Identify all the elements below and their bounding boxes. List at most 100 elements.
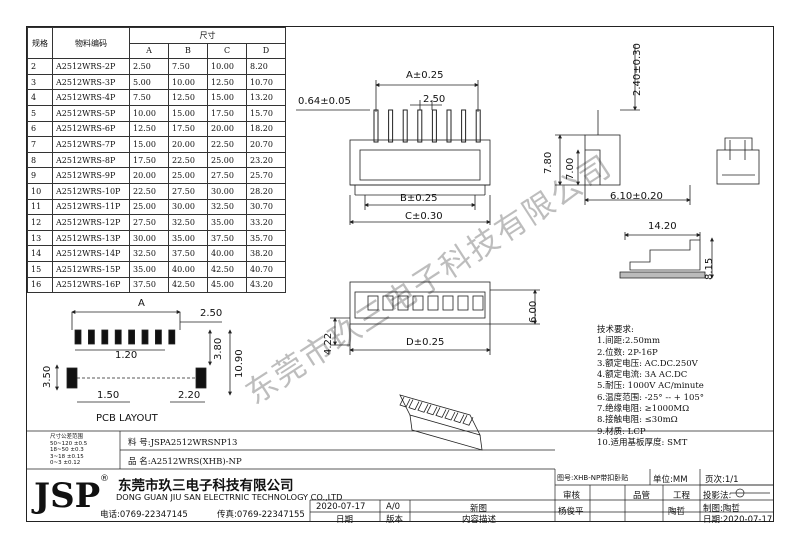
pcb-pad (128, 329, 136, 345)
tech-item: 1.间距:2.50mm (597, 336, 661, 347)
top-pin (397, 295, 409, 311)
top-pin (367, 295, 379, 311)
pcb-dim-a: A (138, 298, 145, 309)
pin (417, 109, 423, 143)
drawing-number: 图号:XHB-NP带扣卧贴 (557, 474, 629, 482)
pin (446, 109, 452, 143)
pcb-pad (74, 329, 82, 345)
dim-6-00: 6.00 (528, 300, 539, 323)
unit: 单位:MM (653, 475, 688, 485)
registered-mark: ® (100, 474, 109, 484)
tech-item: 4.额定电流: 3A AC.DC (597, 370, 688, 381)
pcb-pad-left (66, 367, 78, 389)
code-cell: A2512WRS-16P (52, 276, 130, 294)
qc-label: 品管 (633, 491, 651, 501)
spec-header: 规格 (27, 26, 53, 60)
iso-pin (399, 396, 411, 408)
dim-pitch: 2.50 (423, 94, 446, 105)
iso-pin (462, 415, 474, 426)
tolerance-row: 3~18 ±0.15 (50, 453, 84, 460)
review-label: 审核 (563, 491, 581, 501)
top-pin (472, 295, 484, 311)
dim-8-15: 8.15 (704, 257, 715, 280)
tech-item: 9.材质: LCP (597, 426, 646, 437)
spec-header-row: 规格 物料编码 尺寸 (27, 26, 286, 60)
drawing-frame (26, 26, 774, 522)
version-label: 版本 (386, 515, 404, 525)
pin (431, 109, 437, 143)
size-cell: 37.50 (129, 276, 169, 294)
title-block-lines (26, 430, 774, 522)
pin (373, 109, 379, 143)
maker: 制图:陶哲 (703, 504, 740, 514)
phone: 电话:0769-22347145 (100, 510, 188, 520)
pcb-dim-2-50: 2.50 (200, 308, 223, 319)
jsp-logo: JSP (34, 476, 101, 516)
size-cell: 45.00 (207, 276, 247, 294)
dim-2-40: 2.40±0.30 (632, 43, 643, 96)
pcb-pad (168, 329, 176, 345)
top-view (330, 281, 540, 355)
pcb-pad (88, 329, 95, 345)
iso-pin (453, 412, 465, 424)
process-label: 工程 (673, 491, 691, 501)
tolerance-row: 50~120 ±0.5 (50, 440, 88, 447)
iso-pin (408, 399, 420, 411)
top-pin (442, 295, 454, 311)
iso-pin (444, 409, 456, 421)
dim-d: D±0.25 (406, 337, 445, 348)
size-cell: 43.20 (246, 276, 286, 294)
iso-small-view (716, 137, 760, 185)
fax: 传真:0769-22347155 (217, 510, 305, 520)
revision-desc: 新图 (470, 504, 488, 514)
iso-pin (417, 402, 429, 413)
desc-label: 内容描述 (462, 515, 497, 525)
pin (388, 109, 394, 143)
tech-item: 10.适用基板厚度: SMT (597, 437, 688, 448)
iso-large-view (399, 394, 483, 451)
part-name: 品 名:A2512WRS(XHB)-NP (128, 457, 242, 467)
pcb-layout (55, 310, 232, 403)
company-name-cn: 东莞市玖三电子科技有限公司 (118, 478, 294, 494)
pcb-dim-3-50: 3.50 (42, 365, 53, 388)
projection-label: 投影法: (703, 491, 732, 501)
iso-pin (426, 404, 438, 416)
side-view (555, 45, 691, 205)
tech-item: 8.接触电阻: ≤30mΩ (597, 415, 678, 426)
pcb-pad-right (195, 367, 207, 389)
dim-b: B±0.25 (400, 193, 438, 204)
company-name-en: DONG GUAN JIU SAN ELECTRNIC TECHNOLOGY C… (116, 492, 343, 502)
section-view (619, 232, 714, 279)
page-count: 页次:1/1 (705, 475, 739, 485)
pcb-dim-1-20: 1.20 (115, 350, 138, 361)
drafter2: 陶哲 (668, 507, 686, 517)
pcb-dim-2-20: 2.20 (178, 390, 201, 401)
pcb-pad (101, 329, 109, 345)
tech-item: 3.额定电压: AC.DC.250V (597, 358, 698, 369)
tolerance-row: 0~3 ±0.12 (50, 460, 81, 466)
pcb-pad (114, 329, 122, 345)
revision-date: 2020-07-17 (316, 502, 366, 512)
date-label: 日期 (336, 515, 354, 525)
pcb-dim-1-50: 1.50 (97, 390, 120, 401)
drafter: 杨俊平 (558, 507, 584, 517)
front-view (296, 80, 491, 225)
top-pin (382, 295, 394, 311)
tech-item: 6.温度范围: -25° -- + 105° (597, 392, 705, 403)
top-pin (412, 295, 424, 311)
tech-item: 5.耐压: 1000V AC/minute (597, 381, 704, 392)
